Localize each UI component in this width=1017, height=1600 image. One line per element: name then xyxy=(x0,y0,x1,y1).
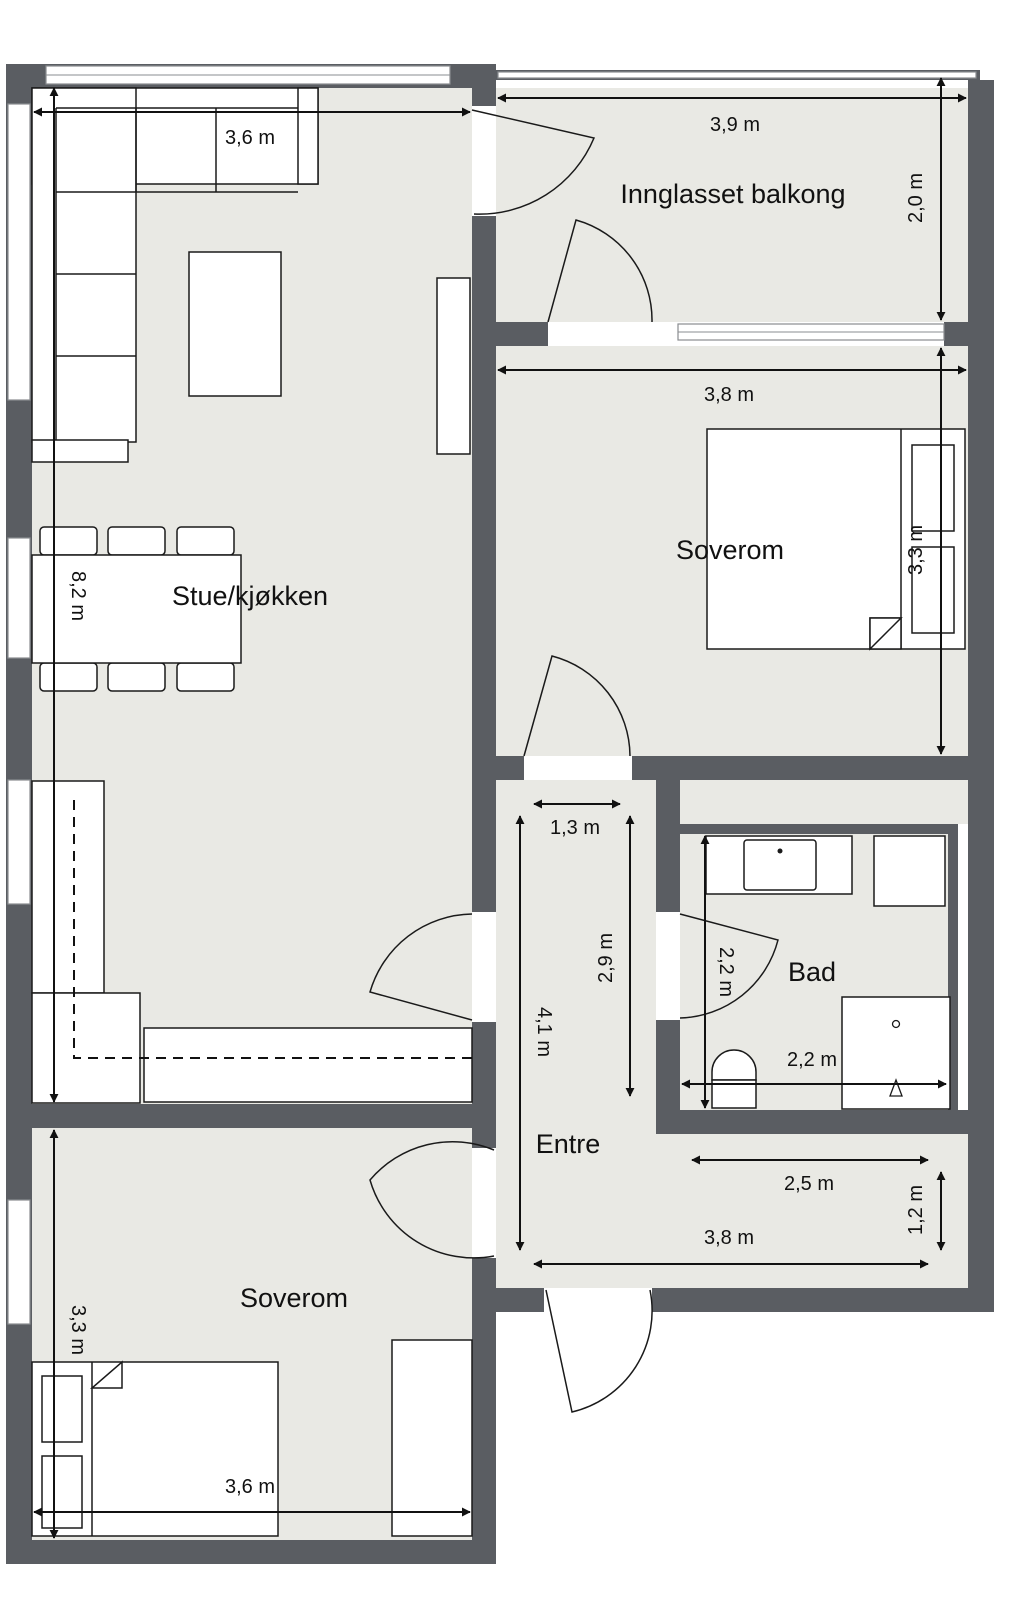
window-stue-left-1 xyxy=(7,103,31,401)
floor-closet xyxy=(680,780,968,824)
dim-label-bad-depth: 2,2 m xyxy=(715,947,737,997)
dim-label-entre-upper-width: 1,3 m xyxy=(550,817,600,839)
room-label-soverom-1: Soverom xyxy=(676,535,784,565)
dim-label-soverom-2-depth: 3,3 m xyxy=(67,1305,89,1355)
door-entrance xyxy=(545,1289,653,1413)
window-stue-left-2 xyxy=(7,537,31,659)
toilet xyxy=(711,1049,757,1109)
dim-label-soverom-2-width: 3,6 m xyxy=(225,1476,275,1498)
window-soverom-2-left xyxy=(7,1199,31,1325)
dim-label-bad-width: 2,2 m xyxy=(787,1049,837,1071)
bed-soverom-1 xyxy=(706,428,966,651)
door-bad xyxy=(679,913,779,1019)
door-soverom-1 xyxy=(523,655,631,757)
sink xyxy=(743,839,817,891)
coffee-table xyxy=(188,251,282,397)
dining-set xyxy=(31,526,242,692)
dim-label-stue-length: 8,2 m xyxy=(67,571,89,621)
room-label-bad: Bad xyxy=(788,957,836,987)
dim-label-soverom-1-width: 3,8 m xyxy=(704,384,754,406)
kitchen-counter xyxy=(31,780,473,1104)
dim-label-soverom-1-depth: 3,3 m xyxy=(905,525,927,575)
wardrobe xyxy=(391,1339,473,1537)
dim-label-stue-width: 3,6 m xyxy=(225,127,275,149)
floor-balkong xyxy=(496,88,968,322)
furniture xyxy=(31,87,966,1537)
room-label-soverom-2: Soverom xyxy=(240,1283,348,1313)
dimension-lines xyxy=(33,77,967,1539)
shower xyxy=(841,996,951,1110)
door-balkong xyxy=(547,219,653,323)
window-stue-left-3 xyxy=(7,779,31,905)
room-label-balkong: Innglasset balkong xyxy=(620,179,845,209)
dim-label-entre-lower-depth: 1,2 m xyxy=(905,1185,927,1235)
dim-label-entre-length: 4,1 m xyxy=(533,1007,555,1057)
dim-label-entre-total-width: 3,8 m xyxy=(704,1227,754,1249)
doors xyxy=(369,109,779,1413)
dim-label-entre-upper-length: 2,9 m xyxy=(595,933,617,983)
room-label-stue: Stue/kjøkken xyxy=(172,581,328,611)
room-label-entre: Entre xyxy=(536,1129,601,1159)
tv-bench xyxy=(436,277,471,455)
washing-machine xyxy=(873,835,946,907)
dim-label-balkong-depth: 2,0 m xyxy=(905,173,927,223)
door-stue-balkong xyxy=(471,109,596,215)
windows xyxy=(7,65,977,1325)
bed-soverom-2 xyxy=(31,1360,279,1537)
floors xyxy=(32,88,968,1540)
dim-label-balkong-width: 3,9 m xyxy=(710,114,760,136)
dim-label-entre-lower-width: 2,5 m xyxy=(784,1173,834,1195)
window-balkong-top xyxy=(497,71,977,79)
door-soverom-2 xyxy=(369,1140,495,1259)
door-stue-entre xyxy=(369,913,473,1021)
